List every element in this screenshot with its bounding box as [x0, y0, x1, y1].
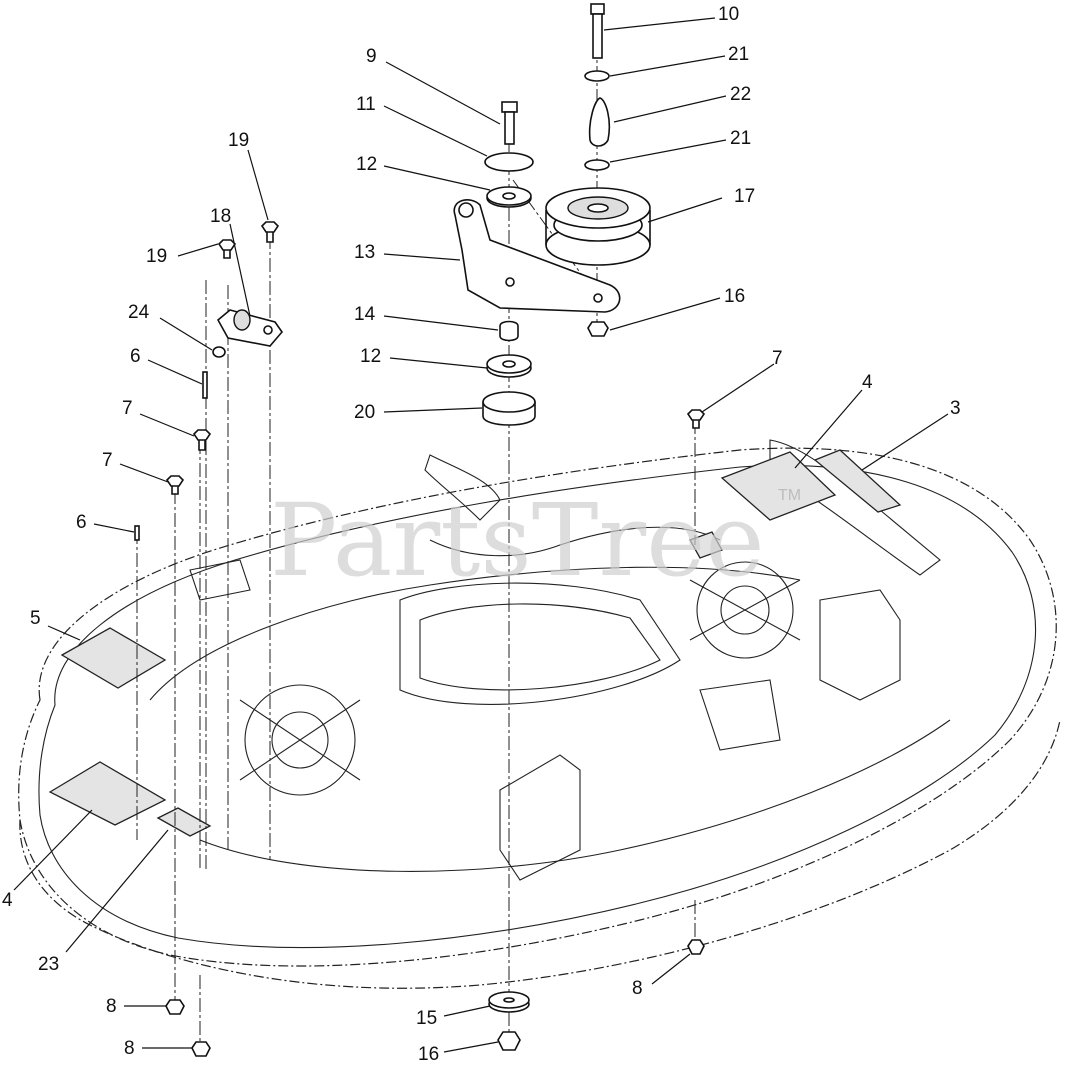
spacer-22: [588, 97, 611, 147]
bolt-7-a: [192, 429, 212, 451]
callout-9: 9: [366, 46, 377, 67]
callout-19-left: 19: [146, 246, 167, 267]
callout-21-lower: 21: [730, 128, 751, 149]
callout-17: 17: [734, 186, 755, 207]
decal-3: [813, 449, 902, 513]
callout-6-upper: 6: [130, 346, 141, 367]
callout-7-c: 7: [772, 348, 783, 369]
bolt-19-right: [260, 221, 280, 243]
pulley-17: [545, 187, 651, 266]
watermark-text: PartsTree: [270, 482, 765, 599]
parts: [134, 3, 706, 1057]
callout-labels: 10 21 22 21 17 16 9 11 12 13 14 12 20 19…: [2, 4, 961, 1065]
watermark: PartsTree TM: [270, 482, 801, 599]
callout-12-upper: 12: [356, 154, 377, 175]
callout-7-a: 7: [122, 398, 133, 419]
callout-7-b: 7: [102, 450, 113, 471]
callout-4-left: 4: [2, 890, 13, 911]
pin-6-lower: [134, 525, 140, 541]
callout-21-top: 21: [728, 44, 749, 65]
washer-11: [484, 152, 534, 172]
callout-3: 3: [950, 398, 961, 419]
watermark-tm: TM: [778, 487, 801, 504]
callout-20: 20: [354, 402, 375, 423]
washer-12-upper: [486, 186, 532, 208]
decal-23: [156, 807, 212, 837]
bolt-9: [501, 101, 518, 145]
bolt-10: [590, 3, 605, 59]
callout-22: 22: [730, 84, 751, 105]
bracket-18: [216, 309, 284, 347]
washer-15: [488, 991, 530, 1013]
decal-5: [60, 627, 167, 689]
nut-16-upper: [587, 321, 609, 337]
callout-11: 11: [356, 94, 376, 115]
spacer-20: [482, 391, 536, 426]
callout-8-right: 8: [632, 978, 643, 999]
pin-6-upper: [202, 371, 208, 399]
callout-13: 13: [354, 242, 375, 263]
callout-16-lower: 16: [418, 1044, 439, 1065]
washer-21-top: [584, 70, 610, 82]
callout-19-right: 19: [228, 130, 249, 151]
nut-8-right: [687, 939, 705, 955]
callout-5: 5: [30, 608, 41, 629]
decals: [48, 449, 902, 837]
callout-8-mid: 8: [106, 996, 117, 1017]
bolt-7-b: [165, 475, 185, 495]
washer-21-lower: [584, 159, 610, 171]
callout-12-lower: 12: [360, 346, 381, 367]
washer-24: [212, 346, 226, 358]
callout-24: 24: [128, 302, 150, 323]
nut-8-mid: [165, 999, 185, 1015]
callout-10: 10: [718, 4, 739, 25]
bolt-19-left: [217, 239, 237, 259]
decal-4-left: [48, 761, 167, 826]
callout-16-upper: 16: [724, 286, 745, 307]
bolt-7-c: [686, 409, 706, 429]
leader-lines: [13, 17, 949, 1053]
callout-14: 14: [354, 304, 376, 325]
callout-4-right: 4: [862, 372, 873, 393]
callout-8-bottom: 8: [124, 1038, 135, 1059]
callout-6-lower: 6: [76, 512, 87, 533]
decal-4-right: [720, 451, 837, 521]
idler-arm-13: [453, 199, 621, 313]
decal-small: [689, 531, 723, 559]
nut-16-lower: [497, 1031, 521, 1051]
washer-12-lower: [486, 354, 532, 378]
callout-23: 23: [38, 954, 59, 975]
nut-8-bottom: [191, 1041, 211, 1057]
bushing-14: [499, 320, 519, 342]
callout-15: 15: [416, 1008, 437, 1029]
callout-18: 18: [210, 206, 231, 227]
